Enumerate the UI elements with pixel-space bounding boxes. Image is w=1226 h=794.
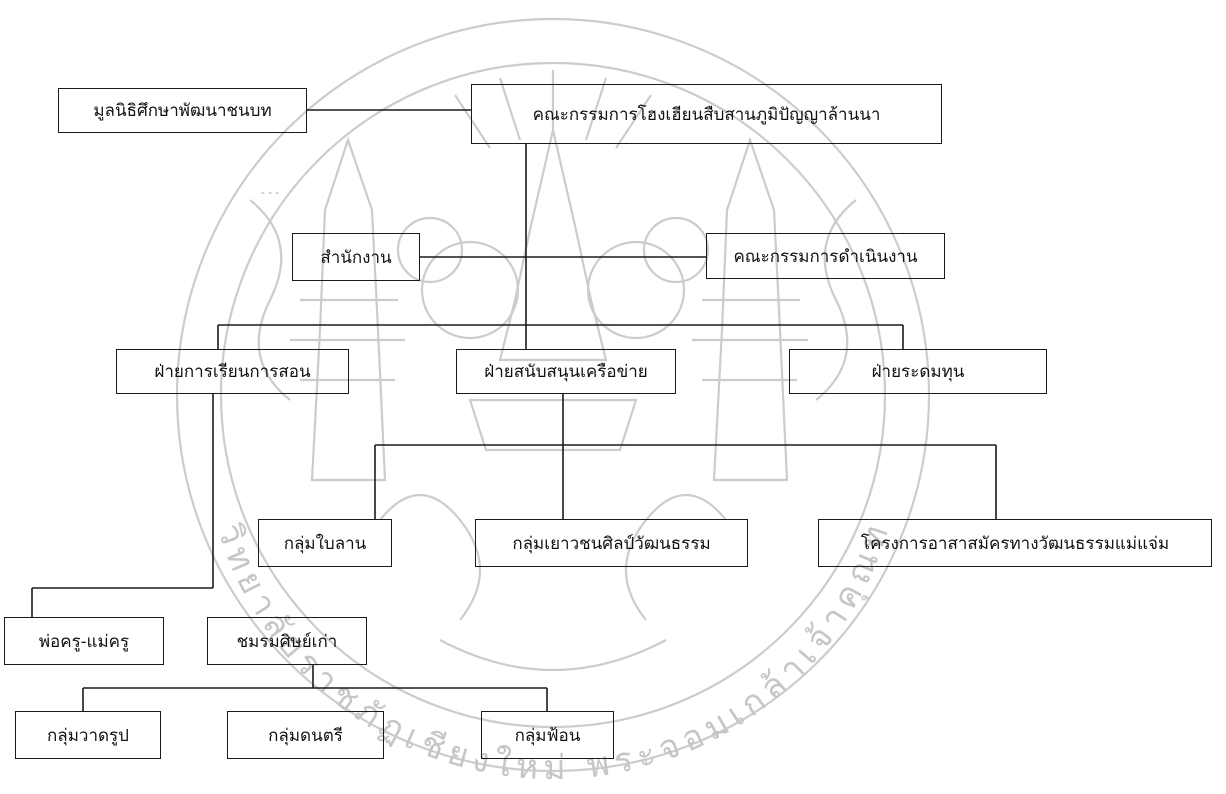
fundraising-dept-box: ฝ่ายระดมทุน [789,349,1047,394]
youth-arts-group-box: กลุ่มเยาวชนศิลป์วัฒนธรรม [475,519,748,567]
drawing-group-box: กลุ่มวาดรูป [15,711,161,759]
volunteer-project-box: โครงการอาสาสมัครทางวัฒนธรรมแม่แจ่ม [818,519,1212,567]
network-dept-box: ฝ่ายสนับสนุนเครือข่าย [456,349,676,394]
teachers-box: พ่อครู-แม่ครู [4,617,164,665]
dance-group-box: กลุ่มฟ้อน [481,711,614,759]
operating-committee-box: คณะกรรมการดำเนินงาน [706,233,945,279]
foundation-box: มูลนิธิศึกษาพัฒนาชนบท [58,88,307,133]
office-box: สำนักงาน [292,233,420,281]
music-group-box: กลุ่มดนตรี [227,711,384,759]
alumni-club-box: ชมรมศิษย์เก่า [207,617,367,665]
stray-marks: - - - [261,186,280,199]
committee-box: คณะกรรมการโฮงเฮียนสืบสานภูมิปัญญาล้านนา [471,84,942,144]
palm-leaf-group-box: กลุ่มใบลาน [258,519,392,567]
teaching-dept-box: ฝ่ายการเรียนการสอน [116,349,349,394]
